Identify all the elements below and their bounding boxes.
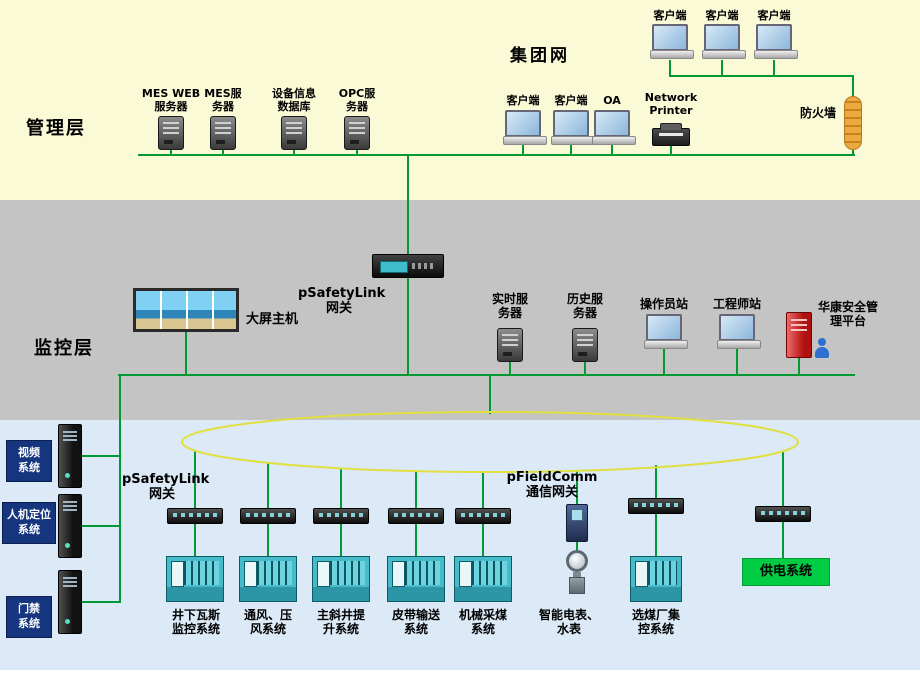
- mes-server-label: MES服 务器: [204, 87, 242, 113]
- field-layer-band: [0, 420, 920, 670]
- realtime-server-label: 实时服 务器: [491, 292, 528, 321]
- user-icon: [814, 338, 830, 358]
- ventilation-plc-icon: [239, 556, 297, 602]
- monitoring-layer-title: 监控层: [34, 338, 94, 359]
- ventilation-system-label: 通风、压 风系统: [243, 608, 292, 637]
- video-system-device-icon: [58, 424, 82, 488]
- belt-conveyor-switch-icon: [388, 508, 444, 524]
- coal-prep-plc-icon: [630, 556, 682, 602]
- operator-station-label: 操作员站: [639, 297, 688, 311]
- safety-platform-server-icon: [786, 312, 812, 358]
- top-client-1-icon: [650, 24, 694, 59]
- belt-conveyor-plc-icon: [387, 556, 445, 602]
- lan-client-1-label: 客户端: [506, 94, 540, 107]
- video-system-label: 视频 系统: [6, 440, 52, 482]
- top-client-3-label: 客户端: [757, 9, 791, 22]
- firewall-icon: [844, 96, 862, 150]
- hoisting-plc-icon: [312, 556, 370, 602]
- mes-server-icon: [210, 116, 236, 150]
- mining-system-label: 机械采煤 系统: [458, 608, 507, 637]
- positioning-system-label: 人机定位 系统: [2, 502, 56, 544]
- hoisting-switch-icon: [313, 508, 369, 524]
- mining-plc-icon: [454, 556, 512, 602]
- power-system-switch-icon: [755, 506, 811, 522]
- psafetylink-gateway-icon: [372, 254, 444, 278]
- power-system-label: 供电系统: [742, 558, 830, 586]
- network-printer-label: Network Printer: [644, 91, 698, 117]
- fieldcomm-gateway-label: pFieldComm 通信网关: [506, 470, 598, 501]
- history-server-label: 历史服 务器: [566, 292, 603, 321]
- big-screen-label: 大屏主机: [245, 312, 298, 327]
- lan-client-2-icon: [551, 110, 595, 145]
- coal-prep-switch-icon: [628, 498, 684, 514]
- history-server-icon: [572, 328, 598, 362]
- opc-server-label: OPC服 务器: [338, 87, 376, 113]
- hoisting-system-label: 主斜井提 升系统: [316, 608, 365, 637]
- engineer-station-label: 工程师站: [712, 297, 761, 311]
- mes-web-server-icon: [158, 116, 184, 150]
- lan-client-1-icon: [503, 110, 547, 145]
- mining-switch-icon: [455, 508, 511, 524]
- ring-network-ellipse: [181, 411, 799, 473]
- safety-platform-label: 华康安全管 理平台: [817, 300, 878, 329]
- oa-client-icon: [592, 110, 636, 145]
- positioning-system-device-icon: [58, 494, 82, 558]
- network-printer-icon: [652, 123, 690, 146]
- fieldcomm-device-icon: [566, 504, 588, 542]
- top-client-3-icon: [754, 24, 798, 59]
- device-info-db-label: 设备信息 数据库: [272, 87, 316, 113]
- gas-monitoring-system-label: 井下瓦斯 监控系统: [171, 608, 220, 637]
- oa-client-label: OA: [603, 94, 621, 107]
- access-control-device-icon: [58, 570, 82, 634]
- smart-meter-icon: [563, 550, 591, 598]
- opc-server-icon: [344, 116, 370, 150]
- mes-web-server-label: MES WEB 服务器: [141, 87, 201, 113]
- big-screen-icon: [133, 288, 239, 332]
- management-layer-title: 管理层: [26, 118, 86, 139]
- top-client-1-label: 客户端: [653, 9, 687, 22]
- gas-monitoring-switch-icon: [167, 508, 223, 524]
- ventilation-switch-icon: [240, 508, 296, 524]
- realtime-server-icon: [497, 328, 523, 362]
- group-network-title: 集团网: [510, 46, 570, 66]
- top-client-2-icon: [702, 24, 746, 59]
- psafetylink-gateway-label: pSafetyLink 网关: [298, 286, 386, 317]
- engineer-station-icon: [717, 314, 761, 349]
- green-network-lines: [82, 60, 855, 603]
- operator-station-icon: [644, 314, 688, 349]
- access-control-label: 门禁 系统: [6, 596, 52, 638]
- belt-conveyor-system-label: 皮带输送 系统: [391, 608, 440, 637]
- coal-prep-system-label: 选煤厂集 控系统: [631, 608, 680, 637]
- gas-monitoring-plc-icon: [166, 556, 224, 602]
- field-gateway-label: pSafetyLink 网关: [122, 472, 210, 503]
- smart-meter-label: 智能电表、 水表: [538, 608, 599, 637]
- device-info-db-icon: [281, 116, 307, 150]
- firewall-label: 防火墙: [799, 106, 836, 120]
- top-client-2-label: 客户端: [705, 9, 739, 22]
- lan-client-2-label: 客户端: [554, 94, 588, 107]
